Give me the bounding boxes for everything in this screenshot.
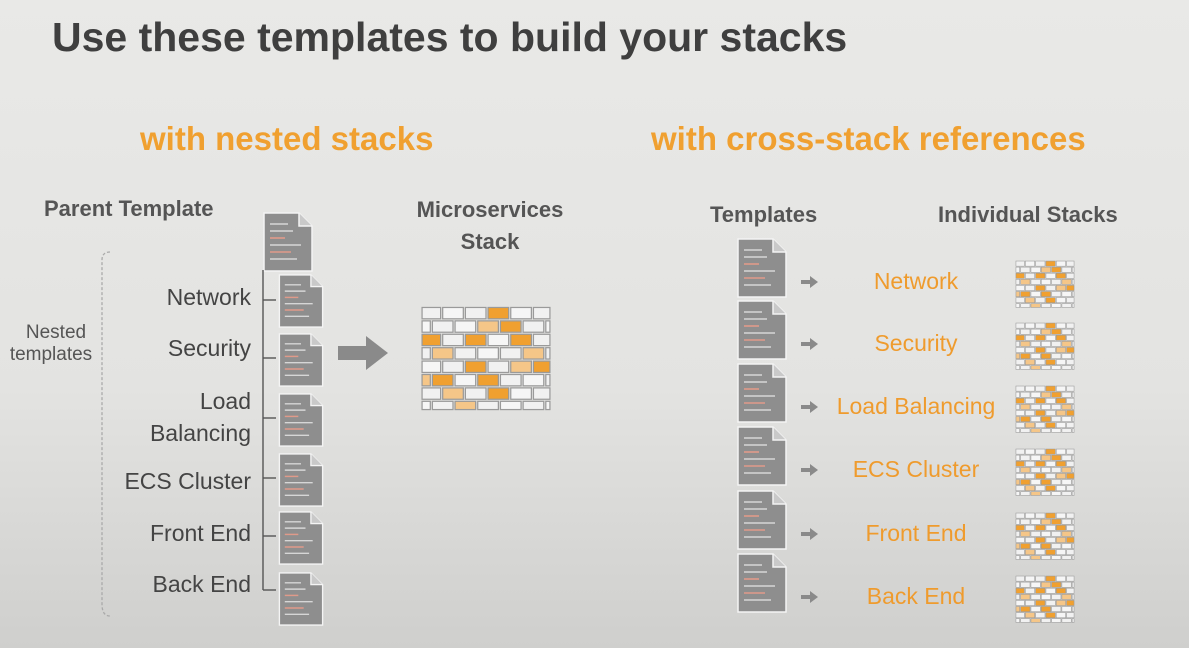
nested-label-line2: templates (9, 344, 93, 365)
nested-label-line1: Nested (25, 322, 87, 343)
nested-item-load-line1: Load (199, 388, 251, 414)
nested-item-ecs-cluster: ECS Cluster (124, 468, 251, 494)
nested-item-load-balancing: Load Balancing (150, 385, 251, 449)
microservices-line2: Stack (460, 229, 520, 254)
document-icon (278, 572, 324, 626)
document-icon (736, 426, 788, 486)
document-icon (278, 333, 324, 387)
nested-item-network: Network (166, 284, 251, 310)
document-icon (736, 490, 788, 550)
nested-item-front-end: Front End (150, 520, 251, 546)
individual-stacks-label: Individual Stacks (938, 202, 1118, 227)
cross-stack-heading: with cross-stack references (651, 120, 1086, 157)
document-icon (736, 363, 788, 423)
document-icon (278, 511, 324, 565)
arrow-right-icon (801, 276, 818, 288)
tree-connector (101, 251, 276, 617)
stack-item-label: Network (873, 268, 959, 294)
page-title: Use these templates to build your stacks (52, 14, 848, 60)
arrow-right-icon (801, 338, 818, 350)
stack-item-label: Back End (866, 583, 966, 609)
brick-stack-icon (1015, 322, 1075, 370)
arrow-right-icon (801, 528, 818, 540)
document-icon (278, 393, 324, 447)
arrow-right-icon (801, 401, 818, 413)
brick-stack-icon (1015, 385, 1075, 433)
nested-stacks-heading: with nested stacks (140, 120, 434, 157)
stack-item-label: Security (874, 330, 958, 356)
document-icon (278, 453, 324, 507)
document-icon (736, 300, 788, 360)
nested-item-back-end: Back End (152, 571, 251, 597)
nested-item-security: Security (167, 335, 251, 361)
arrow-right-icon (801, 464, 818, 476)
arrow-right-icon (338, 336, 388, 370)
document-icon (278, 274, 324, 328)
stack-item-label: ECS Cluster (852, 456, 980, 482)
nested-templates-label: Nested templates (10, 322, 98, 366)
document-icon (736, 238, 788, 298)
document-icon (736, 553, 788, 613)
parent-template-label: Parent Template (44, 196, 214, 221)
microservices-stack-label: Microservices Stack (400, 194, 580, 258)
stack-item-label: Load Balancing (836, 393, 996, 419)
brick-stack-icon (1015, 260, 1075, 308)
brick-stack-icon (1015, 448, 1075, 496)
brick-stack-icon (1015, 575, 1075, 623)
nested-item-load-line2: Balancing (149, 420, 251, 446)
brick-stack-icon (420, 305, 552, 411)
stack-item-label: Front End (865, 520, 967, 546)
templates-label: Templates (710, 202, 818, 227)
brick-stack-icon (1015, 512, 1075, 560)
microservices-line1: Microservices (416, 197, 564, 222)
arrow-right-icon (801, 591, 818, 603)
